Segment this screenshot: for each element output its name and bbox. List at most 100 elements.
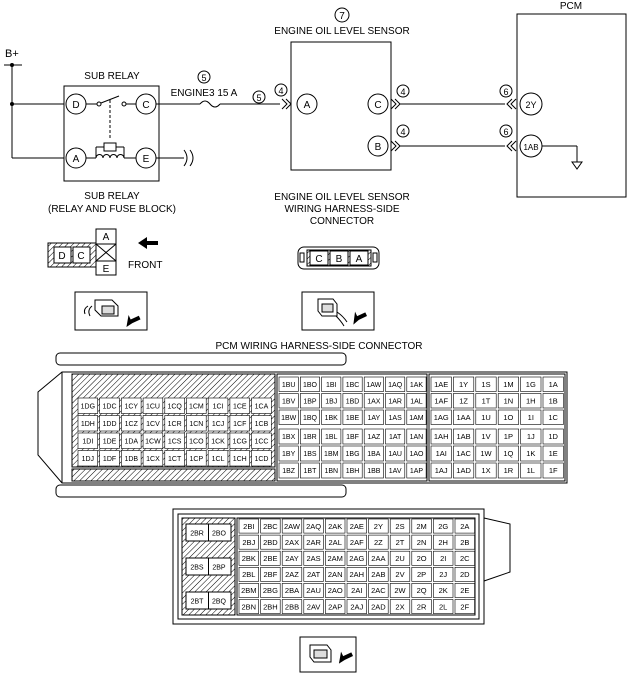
pin-cell bbox=[325, 534, 346, 550]
pin-cell bbox=[385, 393, 406, 409]
relay-connector-thumbnail bbox=[74, 291, 148, 331]
pin-cell bbox=[303, 566, 324, 582]
pin-label: 1CR bbox=[168, 421, 182, 428]
pin-cell bbox=[342, 428, 363, 445]
pin-label: 1BZ bbox=[282, 468, 296, 475]
pin-cell bbox=[385, 445, 406, 462]
pin-cell bbox=[260, 534, 281, 550]
pin-label: 1DE bbox=[103, 438, 117, 445]
pin-cell bbox=[207, 450, 229, 467]
pin-cell bbox=[497, 428, 519, 445]
pin-cell bbox=[433, 550, 454, 566]
pcm-wire-1ab-number: 6 bbox=[503, 127, 508, 137]
pin-label: 1CA bbox=[255, 403, 269, 410]
pin-cell bbox=[251, 415, 272, 432]
pin-cell bbox=[251, 397, 272, 414]
pin-label: 1R bbox=[504, 466, 514, 475]
pin-cell bbox=[121, 397, 142, 414]
pin-label: 2AI bbox=[351, 586, 362, 595]
pin-label: 2AP bbox=[328, 602, 342, 611]
pin-cell bbox=[406, 409, 427, 425]
pin-label: 2BB bbox=[285, 602, 299, 611]
pin-label: 1BM bbox=[324, 451, 339, 458]
pin-label: 2AS bbox=[307, 554, 321, 563]
pin-label: 1BT bbox=[304, 468, 318, 475]
pin-label: 1DD bbox=[103, 421, 117, 428]
fuse-circuit: 5 ENGINE3 15 A 5 4 bbox=[156, 70, 292, 110]
pin-label: 2B bbox=[460, 538, 469, 547]
sub-relay-title: SUB RELAY bbox=[84, 71, 140, 82]
pin-cell bbox=[411, 583, 432, 598]
pin-label: 1AC bbox=[456, 449, 471, 458]
pin-label: 2AM bbox=[327, 554, 342, 563]
pin-label: 2C bbox=[460, 554, 470, 563]
pin-label: 2AC bbox=[371, 586, 386, 595]
pin-label: 2BG bbox=[263, 586, 278, 595]
pin-label: 2BK bbox=[242, 554, 256, 563]
pin-label: 1CO bbox=[189, 438, 204, 445]
pin-cell bbox=[77, 432, 99, 449]
pin-cell bbox=[368, 599, 389, 614]
pin-cell bbox=[186, 415, 207, 432]
pin-label: 1CX bbox=[146, 456, 160, 463]
pin-label: 1BN bbox=[324, 468, 338, 475]
harness-label-3: CONNECTOR bbox=[310, 216, 374, 227]
pin-cell bbox=[251, 432, 272, 449]
pin-label: 2BI bbox=[243, 522, 254, 531]
pin-label: 1BD bbox=[346, 398, 360, 405]
pin-label: 2AY bbox=[285, 554, 299, 563]
pin-label: 1CJ bbox=[212, 421, 224, 428]
pin-cell bbox=[368, 518, 389, 534]
pin-cell bbox=[164, 450, 185, 467]
pin-label: 1CL bbox=[212, 456, 225, 463]
pin-label: 1AV bbox=[389, 468, 402, 475]
pin-cell bbox=[542, 376, 564, 392]
pin-cell bbox=[411, 518, 432, 534]
pin-cell bbox=[299, 393, 320, 409]
pin-cell bbox=[186, 450, 207, 467]
pin-label: 1DA bbox=[124, 438, 138, 445]
pin-cell bbox=[433, 534, 454, 550]
pin-cell bbox=[520, 428, 542, 445]
pin-cell bbox=[342, 409, 363, 425]
pin-cell bbox=[363, 393, 384, 409]
pin-label: 1CM bbox=[189, 403, 204, 410]
pin-cell bbox=[406, 462, 427, 479]
pin-label: 2Z bbox=[374, 538, 383, 547]
pin-cell bbox=[453, 393, 475, 409]
pin-label: 2I bbox=[440, 554, 446, 563]
pin-label: 2Q bbox=[417, 586, 427, 595]
sub-relay-caption-1: SUB RELAY bbox=[84, 191, 140, 202]
pin-label: 1AH bbox=[434, 432, 449, 441]
pin-label: 2AB bbox=[371, 570, 385, 579]
pin-cell bbox=[281, 599, 303, 614]
pin-cell bbox=[281, 583, 303, 598]
pin-label: 1S bbox=[481, 380, 490, 389]
pin-label: 1AD bbox=[456, 466, 471, 475]
pin-label: 2L bbox=[439, 602, 447, 611]
pin-label: 1BU bbox=[282, 382, 296, 389]
pin-cell bbox=[453, 409, 475, 425]
pin-label: 2AV bbox=[307, 602, 321, 611]
pin-cell bbox=[520, 376, 542, 392]
pin-cell bbox=[363, 445, 384, 462]
pin-label: 1BY bbox=[282, 451, 296, 458]
pin-label: 2M bbox=[416, 522, 426, 531]
pin-cell bbox=[346, 534, 367, 550]
wire-number-5: 5 bbox=[256, 93, 261, 103]
pin-label: 2AL bbox=[329, 538, 342, 547]
pin-label: 1AI bbox=[436, 449, 447, 458]
pin-cell bbox=[368, 583, 389, 598]
oil-level-sensor: 7 ENGINE OIL LEVEL SENSOR A C B 4 4 bbox=[274, 7, 505, 171]
pin-label: 1AY bbox=[367, 415, 380, 422]
pin-label: 1BR bbox=[303, 434, 317, 441]
pin-label: 1BE bbox=[346, 415, 360, 422]
pin-cell bbox=[207, 415, 229, 432]
pin-label: 1B bbox=[549, 396, 558, 405]
pin-label: 1AO bbox=[409, 451, 424, 458]
pin-cell bbox=[389, 518, 411, 534]
pin-label: 1CC bbox=[254, 438, 268, 445]
pin-cell bbox=[342, 445, 363, 462]
pin-cell bbox=[303, 583, 324, 598]
pin-cell bbox=[281, 566, 303, 582]
